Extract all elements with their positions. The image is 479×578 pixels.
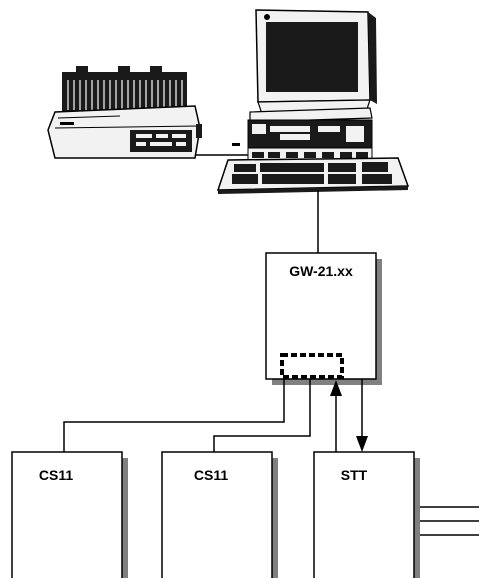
node-label: CS11: [194, 467, 228, 483]
stt-output-lines: [420, 506, 479, 536]
gateway-label: GW-21.xx: [289, 263, 353, 279]
node-box-cs11-1: [11, 451, 128, 578]
connection-lines: [63, 379, 363, 452]
node-label: CS11: [39, 467, 73, 483]
gateway-port-group: [280, 353, 344, 379]
node-label: STT: [341, 467, 368, 483]
computer-monitor-icon: [255, 9, 377, 115]
printer-icon: [47, 66, 202, 159]
computer-base-icon: [247, 107, 373, 163]
cable-connector: [232, 143, 240, 146]
gateway-box: [265, 252, 382, 385]
arrow-down-icon: [356, 436, 368, 452]
arrow-up-icon: [330, 380, 342, 396]
node-box-stt: [313, 451, 420, 578]
keyboard-icon: [216, 157, 410, 194]
node-box-cs11-2: [161, 451, 278, 578]
